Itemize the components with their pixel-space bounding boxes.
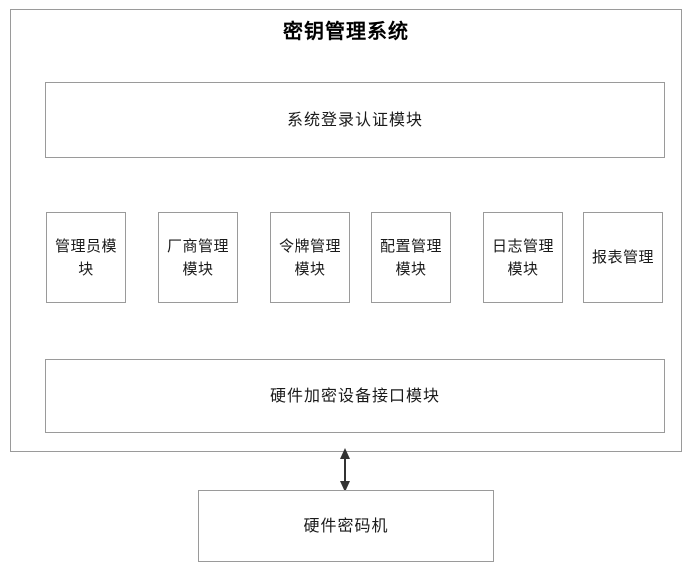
block-vendor-management-module-label: 厂商管理模块 (166, 236, 229, 278)
block-hardware-crypto-interface-module: 硬件加密设备接口模块 (45, 359, 665, 433)
block-report-management-module: 报表管理 (583, 212, 663, 303)
block-hardware-crypto-machine: 硬件密码机 (198, 490, 494, 562)
double-arrow-icon (330, 448, 360, 492)
block-admin-module-label: 管理员模块 (54, 236, 117, 278)
block-log-management-module-label: 日志管理模块 (491, 236, 554, 278)
block-log-management-module: 日志管理模块 (483, 212, 563, 303)
block-config-management-module: 配置管理模块 (371, 212, 451, 303)
block-token-management-module: 令牌管理模块 (270, 212, 350, 303)
block-config-management-module-label: 配置管理模块 (379, 236, 442, 278)
block-vendor-management-module: 厂商管理模块 (158, 212, 238, 303)
block-login-auth-module: 系统登录认证模块 (45, 82, 665, 158)
block-login-auth-module-label: 系统登录认证模块 (286, 110, 423, 129)
block-report-management-module-label: 报表管理 (591, 248, 654, 266)
block-admin-module: 管理员模块 (46, 212, 126, 303)
block-token-management-module-label: 令牌管理模块 (278, 236, 341, 278)
block-hardware-crypto-interface-module-label: 硬件加密设备接口模块 (269, 386, 440, 405)
block-hardware-crypto-machine-label: 硬件密码机 (303, 516, 389, 535)
page-title: 密钥管理系统 (283, 19, 409, 43)
